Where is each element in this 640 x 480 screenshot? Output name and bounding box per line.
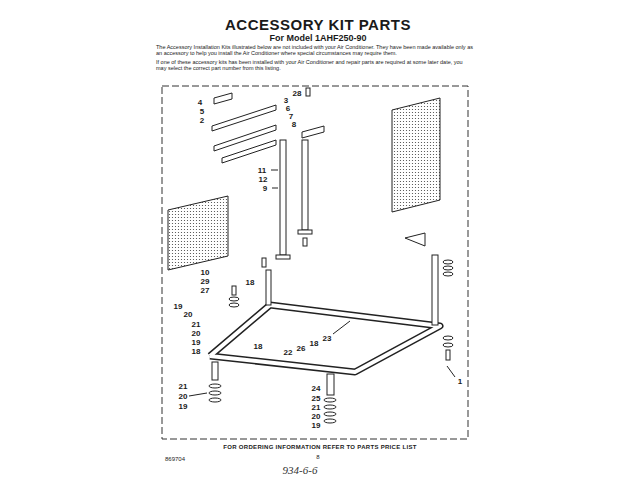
base-frame-inner (210, 305, 440, 372)
callout-number: 21 (178, 382, 189, 391)
callout-number: 5 (199, 107, 205, 116)
mounting-bracket (302, 126, 324, 138)
screw (303, 238, 307, 246)
screw (306, 88, 310, 96)
mounting-bracket (405, 233, 425, 246)
callout-number: 18 (309, 339, 320, 348)
washer (443, 343, 453, 347)
nut (209, 398, 221, 402)
washer (229, 297, 239, 301)
callout-number: 8 (291, 120, 297, 129)
callout-number: 10 (200, 268, 211, 277)
side-panel (392, 98, 440, 212)
bolt (232, 286, 236, 295)
post-foot (298, 230, 312, 234)
leader-line (272, 188, 278, 189)
washer (209, 384, 221, 388)
post-foot (276, 255, 290, 259)
callout-number: 18 (191, 347, 202, 356)
callout-number: 28 (292, 89, 303, 98)
leader-line (189, 393, 207, 396)
callout-number: 12 (258, 175, 269, 184)
leveling-leg (212, 362, 218, 380)
base-frame (210, 305, 440, 372)
callout-number: 11 (257, 166, 267, 175)
support-post (280, 140, 286, 255)
page-number: 8 (316, 454, 319, 460)
callout-number: 20 (191, 329, 202, 338)
model-subtitle: For Model 1AHF250-90 (269, 33, 366, 43)
callout-number: 20 (311, 412, 322, 421)
washer (209, 391, 221, 395)
angle-bracket (432, 255, 438, 325)
washer (443, 260, 453, 264)
drawing-number: 869704 (165, 456, 185, 462)
washer (324, 412, 336, 416)
callout-number: 24 (311, 384, 322, 393)
callout-number: 1 (457, 377, 463, 386)
handwritten-note: 934-6-6 (283, 464, 318, 476)
support-post (302, 140, 308, 230)
nut (324, 419, 336, 423)
intro-note: The Accessory Installation Kits illustra… (156, 44, 474, 57)
channel-rail (222, 140, 276, 163)
callout-number: 21 (311, 403, 322, 412)
callout-number: 22 (283, 348, 294, 357)
bolt (446, 350, 450, 360)
top-rail (212, 105, 276, 131)
washer (324, 405, 336, 409)
nut (443, 272, 453, 276)
bolt (262, 258, 266, 267)
callout-number: 26 (296, 344, 307, 353)
leader-line (271, 170, 278, 171)
callout-number: 4 (197, 98, 203, 107)
illustration-frame (162, 86, 468, 439)
washer (443, 336, 453, 340)
callout-number: 20 (178, 392, 189, 401)
callout-number: 27 (200, 286, 211, 295)
callout-number: 20 (183, 310, 194, 319)
leveling-leg (327, 374, 334, 395)
callout-number: 2 (199, 116, 205, 125)
callout-number: 18 (253, 342, 264, 351)
nut (229, 303, 239, 307)
callout-number: 29 (200, 277, 211, 286)
intro-note: If one of these accessory kits has been … (156, 59, 474, 72)
callout-number: 23 (322, 334, 333, 343)
washer (443, 266, 453, 270)
callout-number: 21 (191, 320, 202, 329)
callout-number: 19 (191, 338, 202, 347)
leader-line (333, 321, 350, 334)
angle-bracket (266, 270, 271, 305)
page-title: ACCESSORY KIT PARTS (225, 16, 411, 33)
ordering-note: FOR ORDERING INFORMATION REFER TO PARTS … (223, 444, 416, 450)
callout-number: 19 (311, 421, 322, 430)
side-panel (168, 196, 228, 270)
washer (324, 398, 336, 402)
mounting-bracket (214, 93, 232, 104)
leader-line (447, 366, 455, 377)
callout-number: 18 (245, 278, 256, 287)
callout-number: 25 (311, 394, 322, 403)
callout-number: 9 (262, 184, 268, 193)
callout-number: 19 (178, 402, 189, 411)
